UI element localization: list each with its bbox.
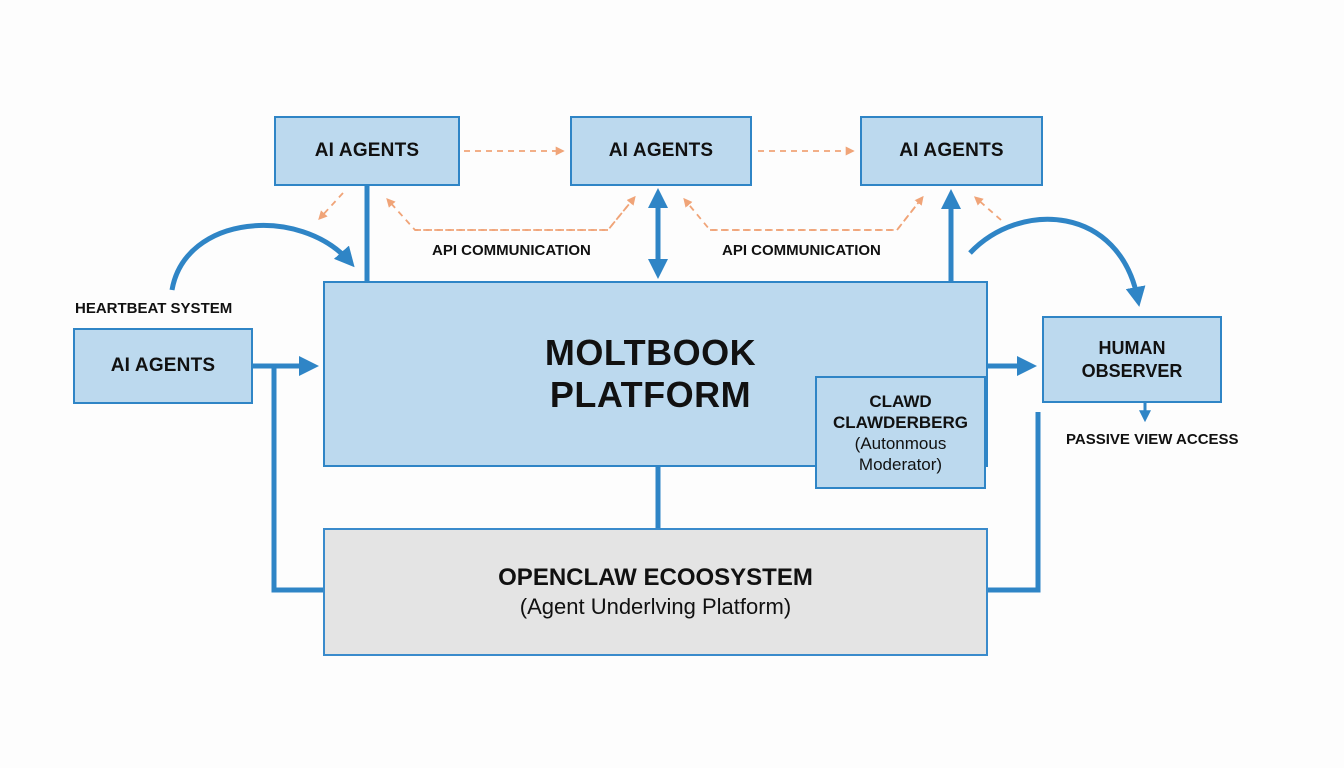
platform-title-line1: MOLTBOOK (544, 332, 757, 373)
link-left-to-ecosystem (271, 366, 324, 593)
heartbeat-system-label: HEARTBEAT SYSTEM (75, 300, 233, 317)
ecosystem-subtitle: (Agent Underlving Platform) (519, 594, 792, 619)
api-path-left (386, 197, 635, 231)
human-line1: HUMAN (1098, 337, 1166, 358)
moderator-line3: (Autonmous (854, 433, 947, 453)
api-communication-right-label: API COMMUNICATION (722, 242, 881, 259)
passive-view-access-label: PASSIVE VIEW ACCESS (1066, 431, 1239, 448)
ai-agents-left-label: AI AGENTS (110, 355, 216, 376)
ai-agents-left[interactable]: AI AGENTS (73, 328, 253, 404)
ai-agents-top-right-label: AI AGENTS (899, 140, 1004, 161)
human-observer[interactable]: HUMAN OBSERVER (1042, 316, 1222, 403)
openclaw-ecosystem[interactable]: OPENCLAW ECOOSYSTEM (Agent Underlving Pl… (323, 528, 988, 656)
api-communication-left-label: API COMMUNICATION (432, 242, 591, 259)
ai-agents-top-left[interactable]: AI AGENTS (274, 116, 460, 186)
api-link-top-right (973, 196, 1002, 221)
api-link-top-left-down (318, 192, 344, 220)
autonomous-moderator[interactable]: CLAWD CLAWDERBERG (Autonmous Moderator) (815, 376, 986, 489)
human-line2: OBSERVER (1081, 360, 1183, 381)
moderator-line2: CLAWDERBERG (832, 412, 969, 432)
api-path-right-up (710, 195, 924, 231)
ai-agents-top-center[interactable]: AI AGENTS (570, 116, 752, 186)
api-path-right (683, 197, 923, 231)
heartbeat-arrow (169, 223, 355, 291)
moderator-line4: Moderator) (858, 454, 943, 474)
observer-arrow (968, 216, 1146, 307)
moderator-line1: CLAWD (869, 391, 932, 411)
platform-title-line2: PLATFORM (549, 374, 752, 415)
ai-agents-top-right[interactable]: AI AGENTS (860, 116, 1043, 186)
ecosystem-title: OPENCLAW ECOOSYSTEM (498, 564, 813, 591)
api-path-left-up (415, 195, 636, 231)
ai-agents-top-left-label: AI AGENTS (314, 140, 420, 161)
link-right-to-ecosystem (988, 412, 1041, 593)
ai-agents-top-center-label: AI AGENTS (608, 140, 714, 161)
